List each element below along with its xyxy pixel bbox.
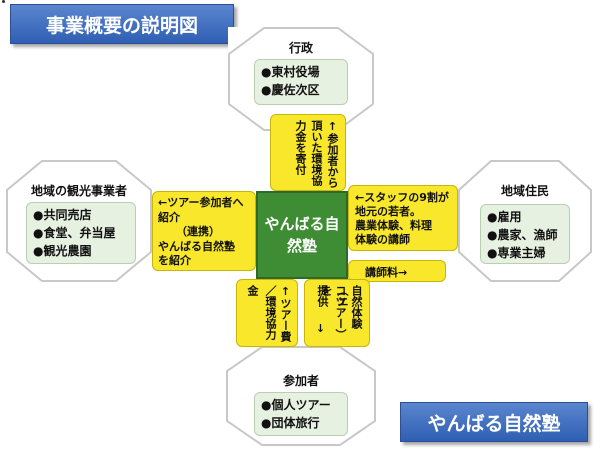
- flow-text: 提供: [316, 285, 329, 307]
- list-item: ●団体旅行: [261, 416, 320, 430]
- list-item: ●専業主婦: [487, 246, 546, 260]
- node-list: ●東村役場 ●慶佐次区: [254, 59, 348, 105]
- node-kanko: 地域の観光事業者 ●共同売店 ●食堂、弁当屋 ●観光農園: [6, 160, 152, 282]
- flow-text: 金: [246, 285, 259, 296]
- flow-text: ←スタッフの9割が: [355, 191, 449, 204]
- flow-text: ↑参加者から: [326, 120, 339, 188]
- flow-text: 力金を寄付: [294, 120, 307, 175]
- flow-text: ／環境協力: [264, 285, 277, 340]
- flow-box-bottom-right: 自然体験（エ コツアー）を 提供 ↓: [304, 279, 370, 347]
- list-item: ●食堂、弁当屋: [33, 226, 116, 240]
- flow-box-bottom-left: ↑ツアー費 ／環境協力 金: [236, 279, 298, 347]
- flow-text: 農業体験、料理: [355, 219, 432, 232]
- flow-text: 体験の講師: [355, 233, 410, 246]
- flow-text: 講師料→: [365, 266, 408, 279]
- list-item: ●雇用: [487, 210, 522, 224]
- flow-text: ↑ツアー費: [279, 285, 292, 342]
- node-title: 参加者: [282, 374, 319, 388]
- list-item: ●個人ツアー: [261, 398, 331, 412]
- flow-text: 自然体験（エ: [336, 285, 363, 329]
- flow-box-right: ←スタッフの9割が 地元の若者。 農業体験、料理 体験の講師: [348, 185, 458, 251]
- flow-text: 紹介: [158, 210, 180, 224]
- flow-box-left: ←ツアー参加者へ 紹介 （連携） やんばる自然塾 を紹介: [152, 191, 256, 271]
- node-jumin: 地域住民 ●雇用 ●農家、漁師 ●専業主婦: [458, 160, 592, 282]
- center-node: やんばる自然塾: [256, 191, 348, 279]
- node-title: 行政: [288, 41, 313, 55]
- flow-text: コツアー）を: [320, 285, 347, 340]
- flow-box-fee: 講師料→: [348, 260, 446, 282]
- list-item: ●慶佐次区: [261, 83, 320, 97]
- node-list: ●共同売店 ●食堂、弁当屋 ●観光農園: [26, 202, 136, 264]
- flow-text: 頂いた環境協: [310, 120, 323, 186]
- organization-title: やんばる自然塾: [400, 402, 588, 442]
- list-item: ●観光農園: [33, 244, 92, 258]
- node-title: 地域住民: [500, 184, 549, 198]
- list-item: ●農家、漁師: [487, 228, 558, 242]
- node-list: ●雇用 ●農家、漁師 ●専業主婦: [480, 204, 570, 264]
- flow-text: やんばる自然塾: [158, 239, 235, 253]
- corner-dot: [2, 0, 5, 3]
- flow-text: （連携）: [176, 225, 220, 238]
- flow-text: を紹介: [158, 254, 191, 267]
- flow-box-top: ↑参加者から 頂いた環境協 力金を寄付: [270, 114, 346, 191]
- list-item: ●東村役場: [261, 65, 320, 79]
- flow-text: ←ツアー参加者へ: [158, 196, 244, 209]
- node-list: ●個人ツアー ●団体旅行: [254, 392, 348, 436]
- list-item: ●共同売店: [33, 208, 92, 222]
- flow-text: 地元の若者。: [355, 205, 421, 218]
- arrow-down-icon: ↓: [314, 322, 327, 335]
- diagram-title: 事業概要の説明図: [10, 4, 234, 44]
- node-sankasha: 参加者 ●個人ツアー ●団体旅行: [226, 346, 376, 446]
- node-title: 地域の観光事業者: [30, 184, 127, 198]
